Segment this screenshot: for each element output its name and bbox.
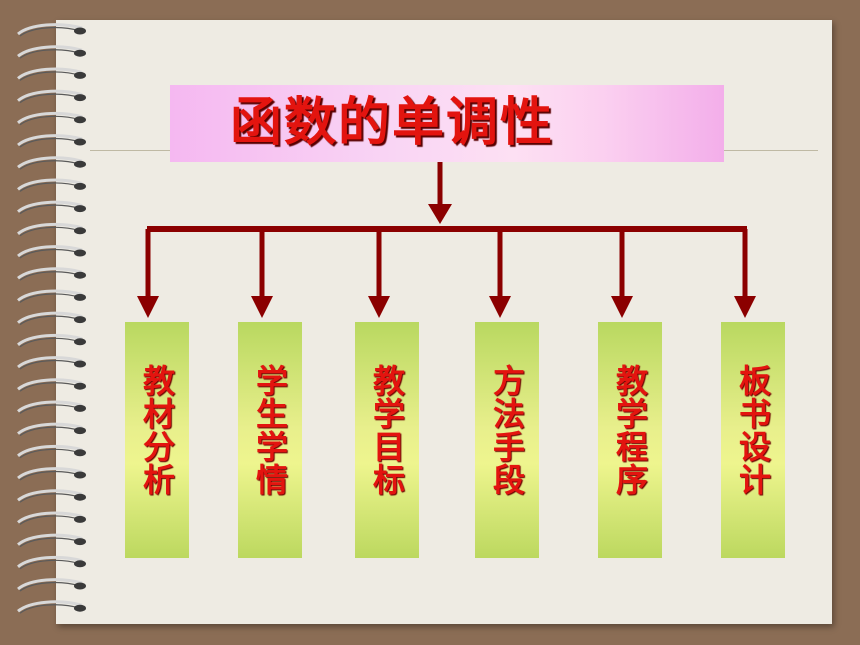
drop-arrowhead: [734, 296, 756, 318]
spiral-ring: [17, 422, 86, 437]
spiral-ring: [17, 245, 86, 259]
node-box: 教学目标: [355, 322, 419, 558]
spiral-ring: [17, 156, 86, 170]
spiral-ring: [17, 578, 86, 592]
node-label: 板书设计: [734, 364, 772, 496]
spiral-ring: [17, 67, 86, 81]
spiral-binding-icon: [17, 23, 86, 614]
node-label: 教学目标: [368, 364, 406, 496]
spiral-ring: [17, 289, 86, 303]
node-label: 学生学情: [251, 364, 289, 496]
spiral-ring: [17, 311, 86, 326]
spiral-ring: [17, 23, 86, 37]
diagram-title: 函数的单调性: [230, 93, 555, 153]
spiral-ring: [17, 333, 86, 348]
spiral-ring: [17, 600, 86, 614]
spiral-ring: [17, 89, 86, 104]
spiral-ring: [17, 267, 86, 281]
title-box: [170, 85, 724, 162]
node-box: 学生学情: [238, 322, 302, 558]
spiral-ring: [17, 222, 86, 237]
spiral-ring: [17, 200, 86, 215]
drop-arrowhead: [368, 296, 390, 318]
spiral-ring: [17, 134, 86, 148]
trunk-arrowhead: [428, 204, 452, 224]
drop-arrowhead: [489, 296, 511, 318]
spiral-ring: [17, 489, 86, 503]
node-label: 方法手段: [488, 364, 526, 496]
drop-arrowhead: [251, 296, 273, 318]
drop-arrowhead: [611, 296, 633, 318]
spiral-ring: [17, 356, 86, 370]
node-label: 教材分析: [138, 364, 176, 496]
spiral-ring: [17, 533, 86, 548]
spiral-ring: [17, 178, 86, 192]
spiral-ring: [17, 378, 86, 392]
spiral-ring: [17, 467, 86, 481]
spiral-ring: [17, 400, 86, 414]
node-box: 方法手段: [475, 322, 539, 558]
spiral-ring: [17, 511, 86, 525]
spiral-ring: [17, 45, 86, 59]
spiral-ring: [17, 555, 86, 570]
node-box: 教材分析: [125, 322, 189, 558]
node-box: 板书设计: [721, 322, 785, 558]
node-box: 教学程序: [598, 322, 662, 558]
spiral-ring: [17, 111, 86, 126]
drop-arrowhead: [137, 296, 159, 318]
spiral-ring: [17, 444, 86, 459]
node-label: 教学程序: [611, 364, 649, 496]
